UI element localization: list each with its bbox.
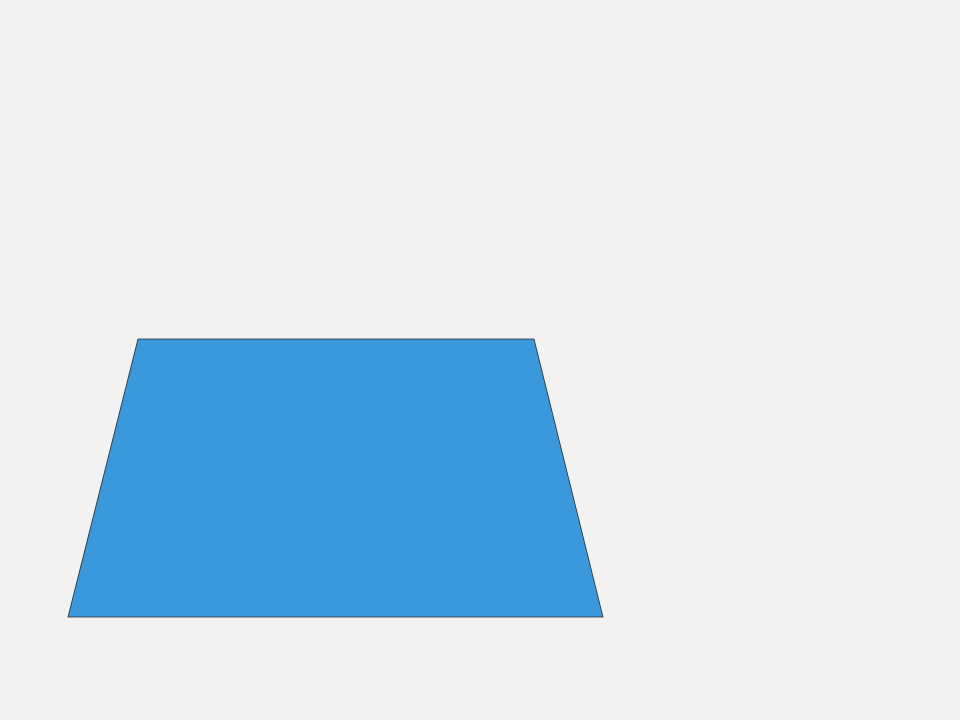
trapezoid-shape <box>67 338 604 618</box>
